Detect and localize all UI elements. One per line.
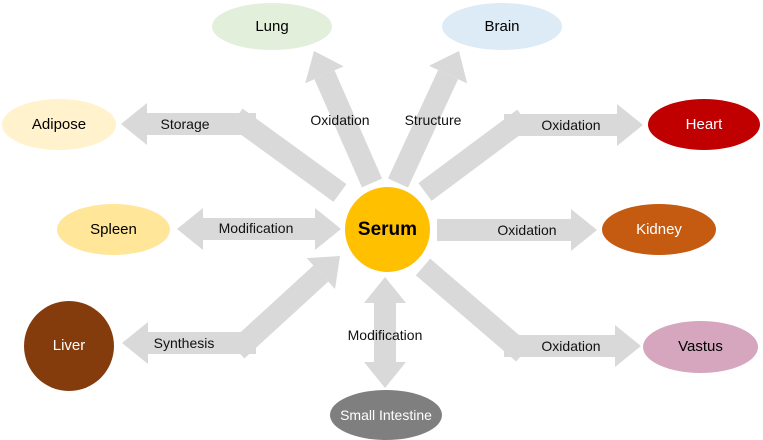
arrow-spleen xyxy=(177,208,341,250)
edge-label-spleen: Modification xyxy=(218,220,294,236)
node-kidney: Kidney xyxy=(602,204,716,255)
arrow-kidney xyxy=(437,209,597,251)
edge-label-brain: Structure xyxy=(404,112,462,128)
edge-label-lung: Oxidation xyxy=(310,112,370,128)
arrow-small-intestine xyxy=(364,277,406,388)
node-small-intestine: Small Intestine xyxy=(330,390,442,440)
edge-label-vastus: Oxidation xyxy=(541,338,601,354)
arrow-brain xyxy=(388,51,468,188)
node-spleen: Spleen xyxy=(57,204,170,255)
node-adipose: Adipose xyxy=(2,99,116,150)
edge-label-liver: Synthesis xyxy=(153,335,215,351)
arrow-lung xyxy=(305,51,383,188)
arrow-heart xyxy=(418,104,643,201)
arrow-liver xyxy=(122,256,340,364)
edge-label-kidney: Oxidation xyxy=(497,222,557,238)
node-serum: Serum xyxy=(345,187,430,272)
node-liver: Liver xyxy=(24,301,114,391)
arrow-vastus xyxy=(415,258,641,367)
edge-label-adipose: Storage xyxy=(160,116,210,132)
edge-label-heart: Oxidation xyxy=(541,117,601,133)
edge-label-small-intestine: Modification xyxy=(347,327,423,343)
node-vastus: Vastus xyxy=(643,321,758,373)
arrow-adipose xyxy=(121,103,347,202)
node-lung: Lung xyxy=(212,3,332,50)
node-heart: Heart xyxy=(648,99,760,150)
node-brain: Brain xyxy=(442,3,562,50)
